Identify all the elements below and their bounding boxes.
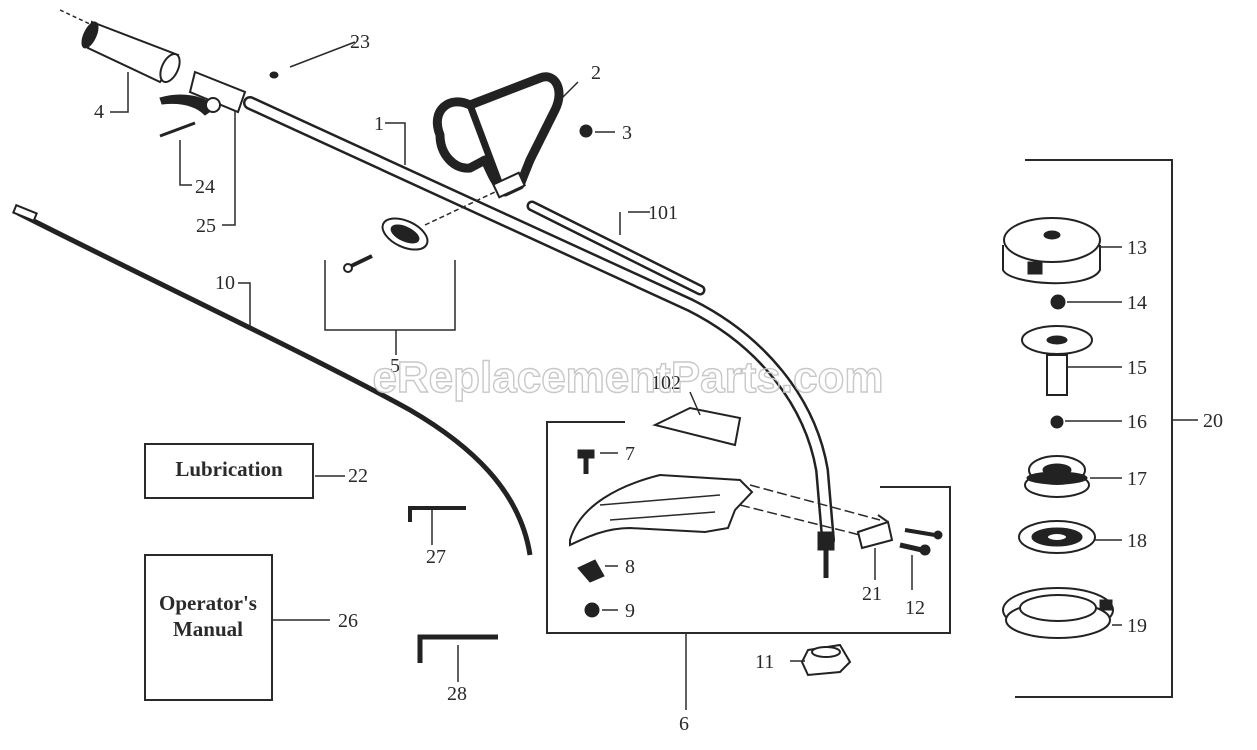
- part-10-drive-cable: [12, 203, 533, 556]
- part-19-housing: [1002, 587, 1114, 639]
- callout-6: 6: [679, 713, 689, 735]
- part-1-shaft-tube: [243, 96, 835, 578]
- callout-13: 13: [1127, 237, 1147, 259]
- callout-14: 14: [1127, 292, 1147, 314]
- callout-16: 16: [1127, 411, 1147, 433]
- callout-8: 8: [625, 556, 635, 578]
- callout-24: 24: [195, 176, 215, 198]
- bracket-20: [1015, 159, 1173, 698]
- callout-1: 1: [374, 113, 384, 135]
- callout-19: 19: [1127, 615, 1147, 637]
- callout-9: 9: [625, 600, 635, 622]
- callout-10: 10: [215, 272, 235, 294]
- part-14-washer: [1050, 294, 1066, 310]
- lubrication-label: Lubrication: [175, 457, 283, 481]
- part-3-nut: [579, 124, 593, 138]
- callout-3: 3: [622, 122, 632, 144]
- manual-label-line1: Operator's: [159, 591, 257, 615]
- part-5-handle-knob: [343, 191, 496, 273]
- part-102-label: [652, 406, 742, 447]
- part-8-clip: [577, 559, 605, 583]
- callout-2: 2: [591, 62, 601, 84]
- callout-27: 27: [426, 546, 446, 568]
- part-17-spool: [1024, 455, 1090, 498]
- part-21-bracket: [856, 514, 894, 550]
- callout-numbers: 23 4 24 25 1 2 3 101 10 5 102 7 8 9 6 11…: [94, 31, 1223, 735]
- manual-label-line2: Manual: [173, 617, 243, 641]
- leader-lines: [110, 41, 1198, 710]
- callout-7: 7: [625, 443, 635, 465]
- callout-17: 17: [1127, 468, 1147, 490]
- part-15-spindle: [1021, 325, 1093, 396]
- callout-15: 15: [1127, 357, 1147, 379]
- part-27-hex-wrench: [408, 506, 466, 522]
- operators-manual-box: [144, 554, 273, 701]
- callout-21: 21: [862, 583, 882, 605]
- callout-23: 23: [350, 31, 370, 53]
- part-6-guard-assembly: [546, 421, 951, 634]
- watermark: eReplacementParts.com: [372, 353, 883, 402]
- callout-102: 102: [651, 372, 681, 394]
- callout-18: 18: [1127, 530, 1147, 552]
- callout-11: 11: [755, 651, 774, 673]
- callout-101: 101: [648, 202, 678, 224]
- callout-25: 25: [196, 215, 216, 237]
- part-13-cover: [1002, 217, 1101, 285]
- part-25-throttle-housing: [159, 70, 247, 116]
- part-16-nut: [1050, 415, 1064, 429]
- part-18-spring-plate: [1018, 520, 1096, 554]
- callout-20: 20: [1203, 410, 1223, 432]
- part-2-assist-handle: [432, 72, 564, 199]
- lubrication-box: [144, 443, 314, 499]
- part-9-nut: [584, 602, 600, 618]
- callout-22: 22: [348, 465, 368, 487]
- part-28-hex-wrench: [417, 634, 498, 663]
- part-11-nut: [800, 643, 852, 677]
- part-23-screw: [269, 71, 279, 79]
- part-24-pin: [159, 121, 196, 138]
- part-101-rod: [526, 200, 706, 296]
- callout-26: 26: [338, 610, 358, 632]
- callout-5: 5: [390, 355, 400, 377]
- part-4-grip-sleeve: [59, 9, 181, 84]
- callout-28: 28: [447, 683, 467, 705]
- part-12-bolt: [899, 528, 943, 556]
- part-7-screw: [577, 449, 595, 474]
- callout-4: 4: [94, 101, 104, 123]
- callout-12: 12: [905, 597, 925, 619]
